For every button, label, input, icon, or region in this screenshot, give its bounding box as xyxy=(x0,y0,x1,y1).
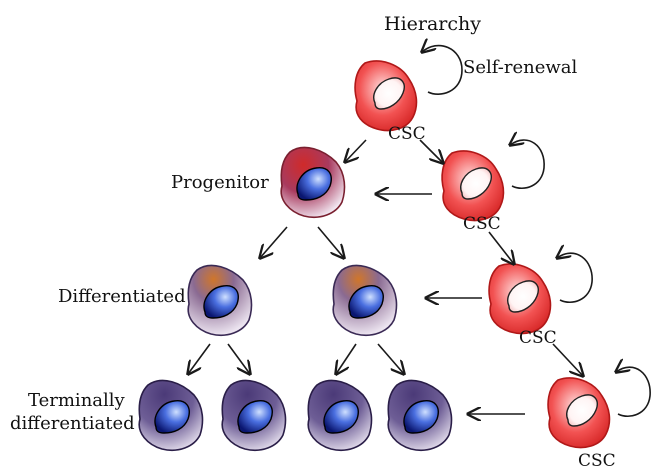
csc-label-2: CSC xyxy=(463,214,501,234)
terminal-cell-3 xyxy=(307,379,373,451)
self-renewal-label: Self-renewal xyxy=(463,57,577,78)
terminal-cell-2 xyxy=(221,379,287,451)
arrow-diff1-to-term2 xyxy=(227,343,250,374)
arrow-csc3-to-csc4 xyxy=(552,343,583,376)
csc-cell-3 xyxy=(488,263,552,335)
diagram-title: Hierarchy xyxy=(384,13,481,35)
arrow-csc2-to-csc3 xyxy=(488,231,514,264)
differentiated-cell-1 xyxy=(187,264,253,336)
arrow-diff1-to-term1 xyxy=(188,343,211,374)
arrow-csc-to-progenitor xyxy=(345,139,367,162)
csc-cell-4 xyxy=(547,377,611,449)
csc-cell-top xyxy=(354,60,418,132)
progenitor-cell xyxy=(280,146,346,218)
self-renewal-loop-3 xyxy=(557,253,593,304)
arrow-progenitor-to-diff2 xyxy=(317,226,344,258)
terminal-cell-4 xyxy=(387,379,453,451)
self-renewal-loop-2 xyxy=(510,140,545,190)
self-renewal-loop-4 xyxy=(616,367,651,418)
differentiated-label: Differentiated xyxy=(58,286,186,307)
progenitor-label: Progenitor xyxy=(171,172,269,193)
arrow-csc-to-csc2 xyxy=(419,139,443,163)
csc-cell-2 xyxy=(441,150,505,222)
csc-label-4: CSC xyxy=(578,451,616,471)
arrow-progenitor-to-diff1 xyxy=(260,226,288,258)
differentiated-cell-2 xyxy=(332,264,398,336)
self-renewal-loop-top xyxy=(422,46,463,95)
arrow-diff2-to-term4 xyxy=(377,343,404,374)
csc-label-top: CSC xyxy=(388,124,426,144)
terminal-cell-1 xyxy=(138,379,204,451)
csc-label-3: CSC xyxy=(519,328,557,348)
terminally-label-line2: differentiated xyxy=(10,413,135,434)
arrow-diff2-to-term3 xyxy=(336,343,357,374)
terminally-label-line1: Terminally xyxy=(28,390,126,411)
